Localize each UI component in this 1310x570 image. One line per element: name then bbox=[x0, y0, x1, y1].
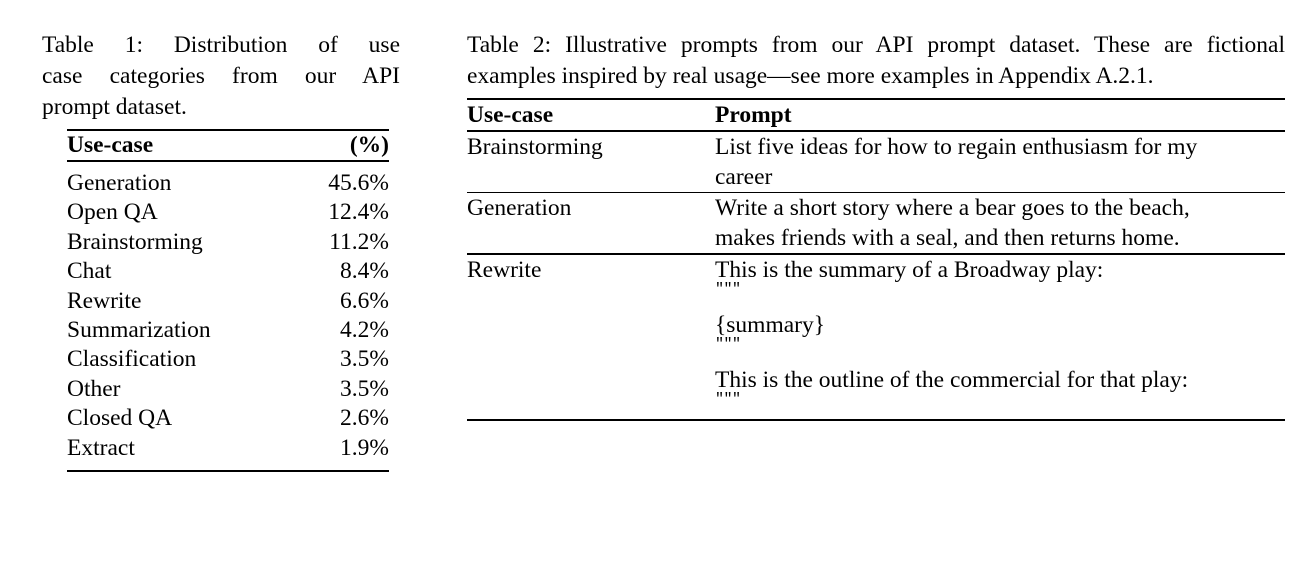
table-row: Summarization 4.2% bbox=[67, 316, 389, 345]
table-2-caption: Table 2: Illustrative prompts from our A… bbox=[467, 30, 1285, 92]
table-1-bottom-rule bbox=[67, 470, 389, 473]
table-1-header-row: Use-case (%) bbox=[67, 131, 389, 160]
prompt-line: makes friends with a seal, and then retu… bbox=[715, 225, 1180, 252]
table-1-column-header-use-case: Use-case bbox=[67, 132, 154, 158]
table-2: Use-case Prompt Brainstorming List five … bbox=[467, 98, 1285, 421]
table-row: Brainstorming 11.2% bbox=[67, 228, 389, 257]
table-2-cell-use-case: Rewrite bbox=[467, 256, 542, 283]
table-1-caption: Table 1: Distribution of use case catego… bbox=[42, 30, 400, 123]
table-1-grid: Use-case (%) bbox=[67, 131, 389, 160]
table-2-cell-prompt: Write a short story where a bear goes to… bbox=[715, 193, 1285, 253]
table-2-bottom-rule bbox=[467, 418, 1285, 421]
prompt-blank-line bbox=[715, 297, 1285, 310]
table-1-body-grid: Generation 45.6% Open QA 12.4% Brainstor… bbox=[67, 162, 389, 470]
prompt-line: This is the outline of the commercial fo… bbox=[715, 366, 1189, 393]
table-2-row-grid: Rewrite This is the summary of a Broadwa… bbox=[467, 255, 1285, 419]
table-2-header-rule bbox=[467, 130, 1285, 132]
table-2-caption-line-1: Table 2: Illustrative prompts from our A… bbox=[467, 32, 1151, 58]
table-1-cell-use-case: Closed QA bbox=[67, 405, 173, 432]
table-2-row-grid: Brainstorming List five ideas for how to… bbox=[467, 132, 1285, 192]
triple-quote-marker: """ bbox=[715, 280, 741, 298]
table-row: Chat 8.4% bbox=[67, 257, 389, 286]
table-1-cell-use-case: Other bbox=[67, 375, 121, 402]
table-2-figure: Table 2: Illustrative prompts from our A… bbox=[467, 30, 1285, 421]
table-row: Closed QA 2.6% bbox=[67, 404, 389, 433]
table-1-column-header-percent: (%) bbox=[349, 132, 389, 158]
table-2-row-grid: Generation Write a short story where a b… bbox=[467, 193, 1285, 253]
table-1-figure: Table 1: Distribution of use case catego… bbox=[42, 30, 400, 473]
table-2-column-header-prompt: Prompt bbox=[715, 102, 792, 128]
table-1-cell-percent: 4.2% bbox=[340, 317, 389, 344]
table-2-top-rule bbox=[467, 98, 1285, 100]
table-1-cell-percent: 3.5% bbox=[340, 375, 389, 402]
table-row: Extract 1.9% bbox=[67, 434, 389, 470]
prompt-line: Write a short story where a bear goes to… bbox=[715, 195, 1190, 222]
table-2-header: Use-case Prompt bbox=[467, 100, 1285, 130]
table-1-cell-use-case: Brainstorming bbox=[67, 228, 203, 255]
table-2-cell-prompt: List five ideas for how to regain enthus… bbox=[715, 132, 1285, 192]
table-1-cell-use-case: Rewrite bbox=[67, 287, 142, 314]
table-row: Generation 45.6% bbox=[67, 162, 389, 198]
table-row: Brainstorming List five ideas for how to… bbox=[467, 132, 1285, 192]
table-1-cell-percent: 45.6% bbox=[328, 170, 389, 196]
prompt-blank-line bbox=[715, 352, 1285, 365]
table-2-header-grid: Use-case Prompt bbox=[467, 100, 1285, 130]
table-2-cell-use-case: Generation bbox=[467, 195, 572, 222]
table-1-cell-use-case: Classification bbox=[67, 346, 197, 373]
table-row: Rewrite This is the summary of a Broadwa… bbox=[467, 255, 1285, 419]
table-1-header-rule bbox=[67, 160, 389, 162]
table-1-cell-percent: 8.4% bbox=[340, 258, 389, 285]
triple-quote-marker: """ bbox=[715, 335, 741, 353]
table-1-cell-percent: 1.9% bbox=[340, 434, 389, 461]
table-1-cell-percent: 6.6% bbox=[340, 287, 389, 314]
table-1-cell-percent: 3.5% bbox=[340, 346, 389, 373]
table-2-header-row: Use-case Prompt bbox=[467, 100, 1285, 130]
prompt-line: This is the summary of a Broadway play: bbox=[715, 256, 1104, 283]
table-1-cell-use-case: Summarization bbox=[67, 317, 211, 344]
table-1-body: Generation 45.6% Open QA 12.4% Brainstor… bbox=[67, 162, 389, 470]
table-1-cell-percent: 2.6% bbox=[340, 405, 389, 432]
table-1-cell-use-case: Extract bbox=[67, 434, 135, 461]
table-1: Use-case (%) Generation 45.6% Open QA 12… bbox=[67, 129, 389, 473]
table-row: Other 3.5% bbox=[67, 375, 389, 404]
table-1-cell-percent: 12.4% bbox=[328, 199, 389, 226]
table-row: Classification 3.5% bbox=[67, 345, 389, 374]
table-2-cell-prompt: This is the summary of a Broadway play: … bbox=[715, 255, 1285, 419]
table-2-caption-line-3: in Appendix A.2.1. bbox=[975, 63, 1154, 89]
table-1-header: Use-case (%) bbox=[67, 131, 389, 160]
table-1-top-rule bbox=[67, 129, 389, 131]
prompt-line: career bbox=[715, 163, 773, 190]
table-1-caption-line-2: case categories from our API bbox=[42, 63, 400, 89]
table-2-row-rule bbox=[467, 253, 1285, 255]
table-2-caption-line-2: are fictional examples inspired by real … bbox=[467, 32, 1285, 89]
prompt-line: List five ideas for how to regain enthus… bbox=[715, 133, 1198, 160]
table-1-cell-use-case: Chat bbox=[67, 258, 112, 285]
table-1-caption-line-3: prompt dataset. bbox=[42, 94, 187, 120]
table-2-cell-use-case: Brainstorming bbox=[467, 133, 603, 160]
triple-quote-marker: """ bbox=[715, 390, 741, 408]
table-row: Generation Write a short story where a b… bbox=[467, 193, 1285, 253]
table-1-cell-use-case: Open QA bbox=[67, 199, 158, 226]
table-row: Rewrite 6.6% bbox=[67, 287, 389, 316]
table-1-cell-use-case: Generation bbox=[67, 170, 172, 196]
table-2-column-header-use-case: Use-case bbox=[467, 102, 554, 128]
table-2-row-rule bbox=[467, 191, 1285, 194]
table-1-caption-line-1: Table 1: Distribution of use bbox=[42, 32, 400, 58]
table-row: Open QA 12.4% bbox=[67, 198, 389, 227]
table-1-cell-percent: 11.2% bbox=[329, 228, 389, 255]
prompt-placeholder: {summary} bbox=[715, 311, 826, 338]
